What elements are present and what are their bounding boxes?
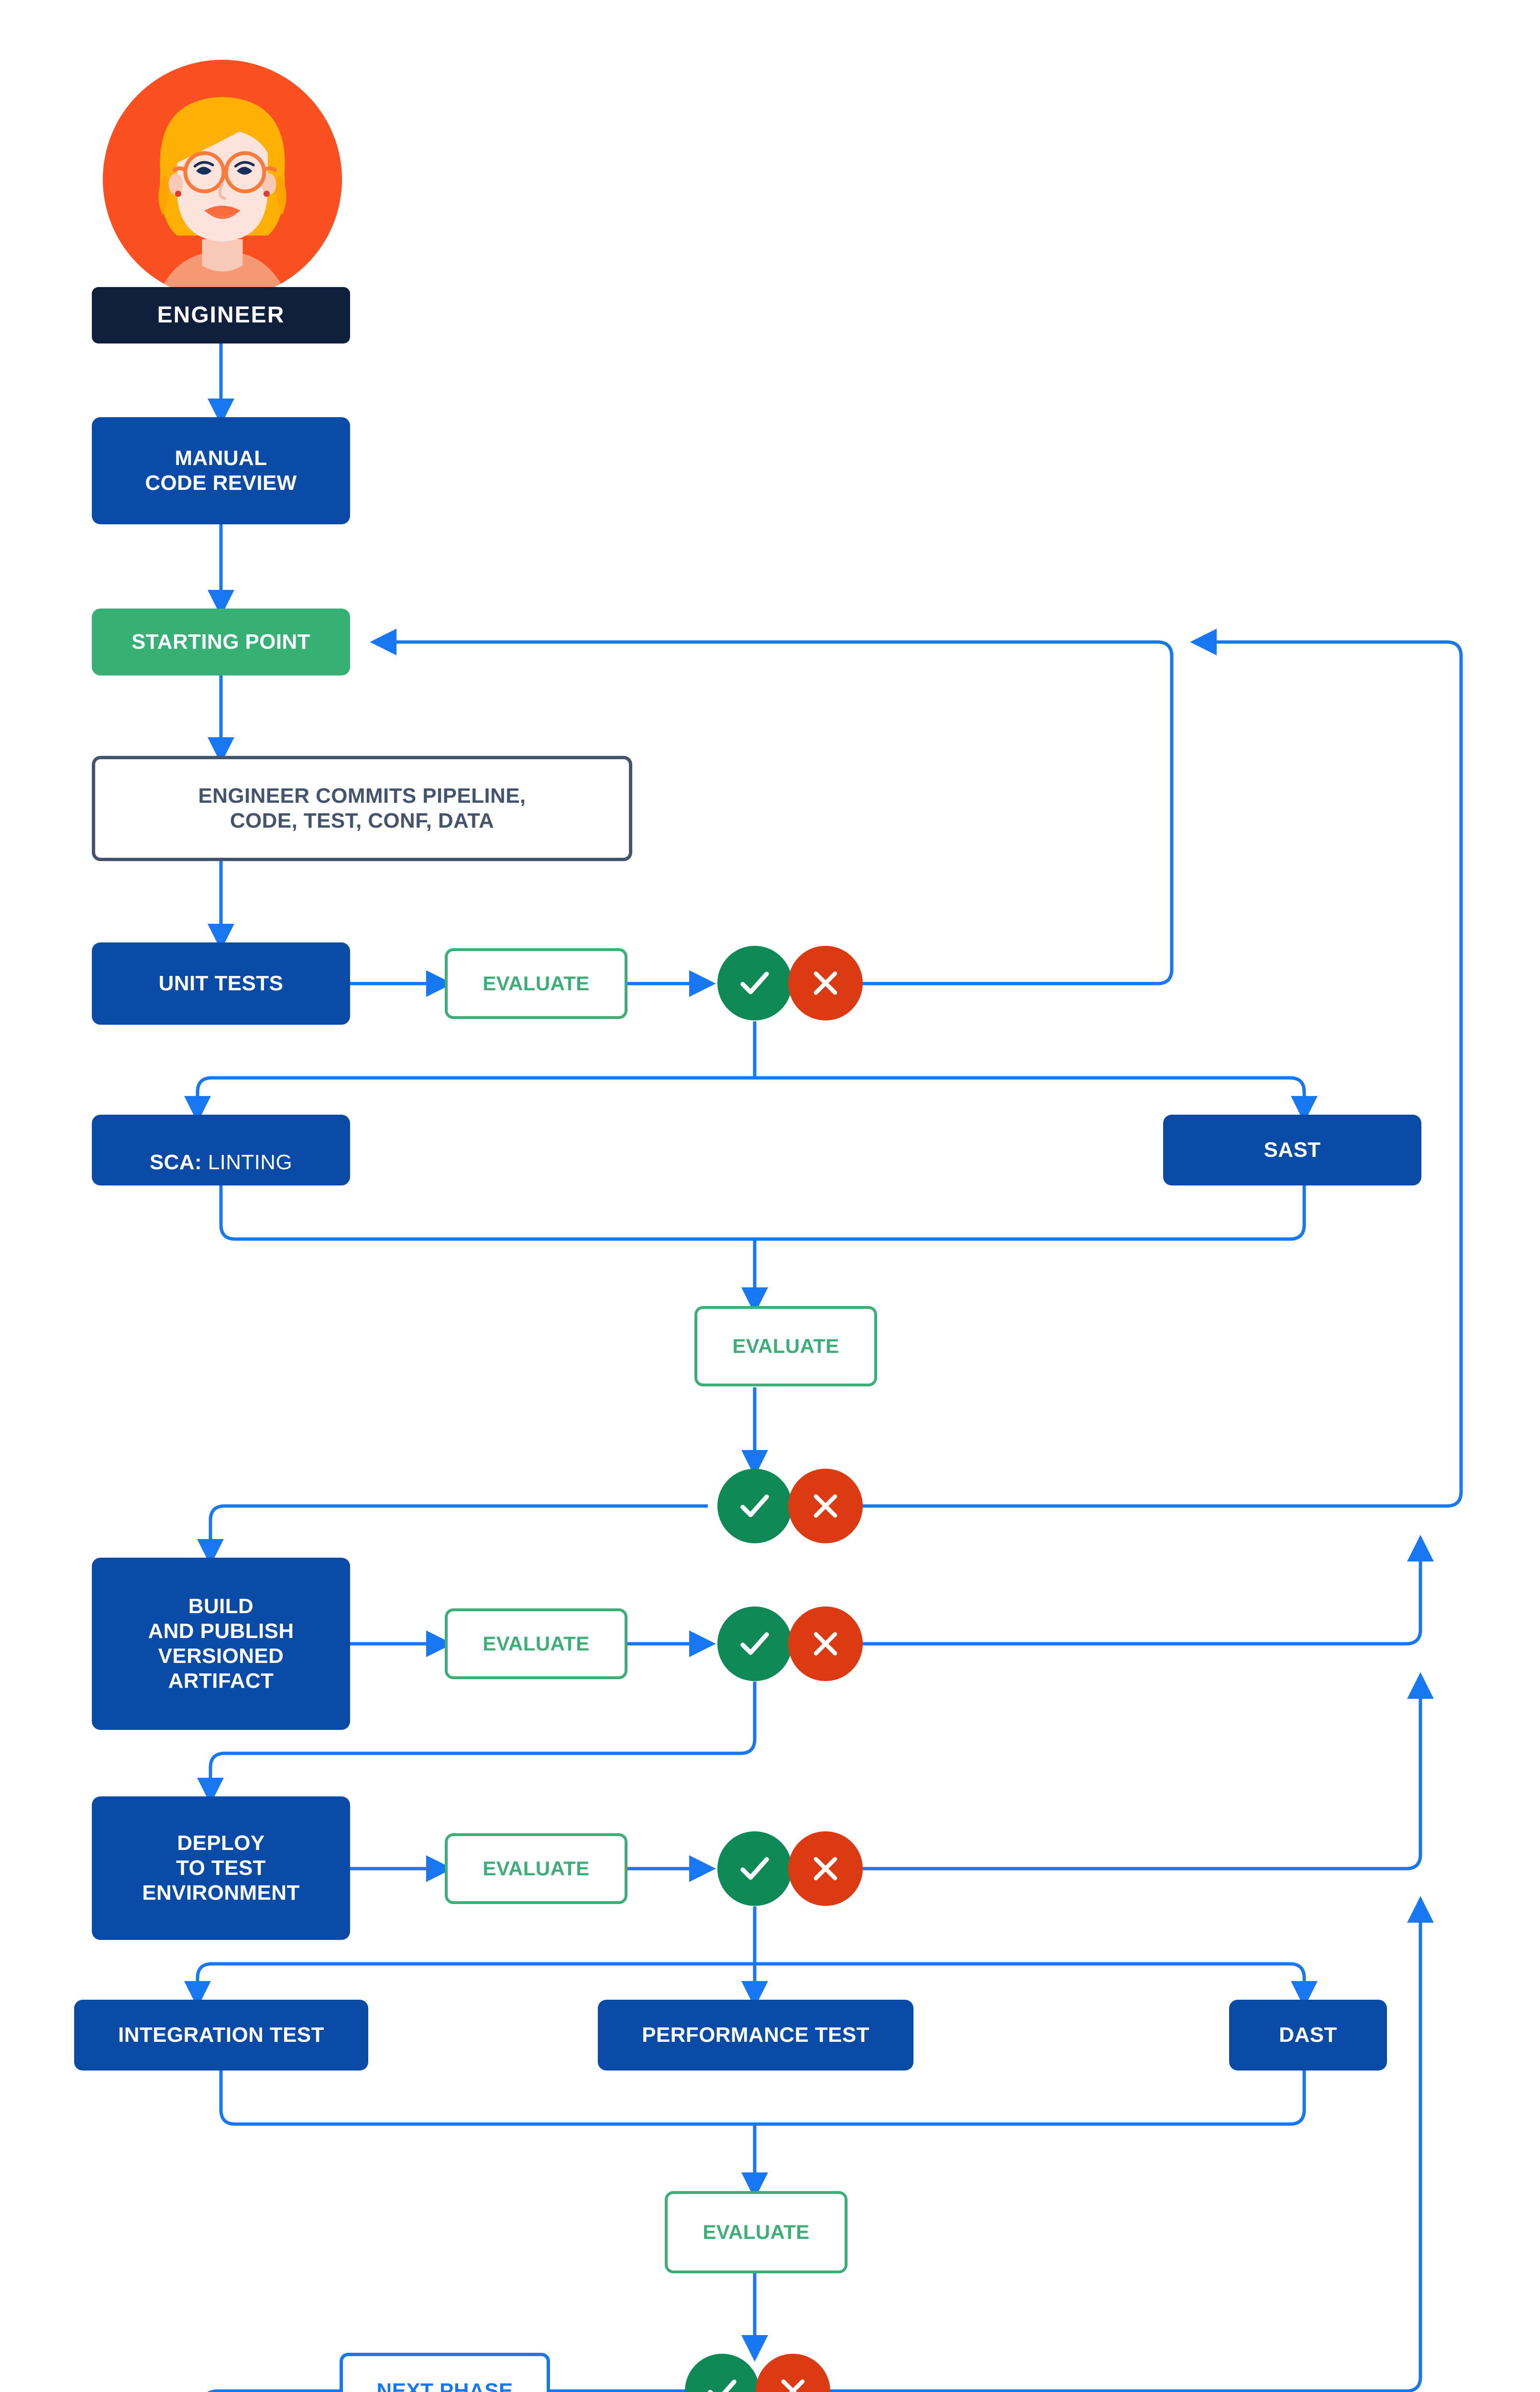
gate-evaluate-build-label: EVALUATE bbox=[483, 1632, 590, 1655]
gate-evaluate-dynamic-tests[interactable]: EVALUATE bbox=[665, 2191, 847, 2273]
node-build-publish-artifact-label: BUILD AND PUBLISH VERSIONED ARTIFACT bbox=[148, 1595, 294, 1693]
gate-pass-build[interactable] bbox=[717, 1606, 792, 1681]
gate-evaluate-dynamic-tests-label: EVALUATE bbox=[703, 2221, 810, 2244]
node-starting-point[interactable]: STARTING POINT bbox=[92, 609, 350, 676]
node-performance-test-label: PERFORMANCE TEST bbox=[642, 2023, 869, 2047]
node-unit-tests-label: UNIT TESTS bbox=[158, 972, 284, 996]
gate-evaluate-deploy-label: EVALUATE bbox=[483, 1857, 590, 1880]
role-badge-engineer: ENGINEER bbox=[92, 287, 350, 343]
x-circle-icon bbox=[814, 1632, 837, 1656]
gate-fail-deploy[interactable] bbox=[788, 1831, 863, 1906]
x-circle-icon bbox=[814, 971, 837, 995]
x-circle-icon bbox=[814, 1857, 837, 1881]
check-circle-icon bbox=[740, 1632, 769, 1655]
node-dast-label: DAST bbox=[1279, 2023, 1337, 2047]
node-manual-code-review[interactable]: MANUAL CODE REVIEW bbox=[92, 417, 350, 524]
node-sast[interactable]: SAST bbox=[1163, 1115, 1421, 1185]
node-build-publish-artifact[interactable]: BUILD AND PUBLISH VERSIONED ARTIFACT bbox=[92, 1558, 350, 1730]
check-circle-icon bbox=[740, 971, 769, 995]
gate-evaluate-unit-tests[interactable]: EVALUATE bbox=[445, 948, 627, 1019]
node-deploy-to-test-env[interactable]: DEPLOY TO TEST ENVIRONMENT bbox=[92, 1796, 350, 1940]
check-circle-icon bbox=[740, 1494, 769, 1517]
check-circle-icon bbox=[708, 2379, 737, 2392]
node-starting-point-label: STARTING POINT bbox=[132, 630, 310, 654]
node-integration-test-label: INTEGRATION TEST bbox=[118, 2023, 324, 2047]
gate-pass-deploy[interactable] bbox=[717, 1831, 792, 1906]
node-performance-test[interactable]: PERFORMANCE TEST bbox=[598, 2000, 913, 2071]
gate-pass-dynamic-tests[interactable] bbox=[685, 2354, 759, 2392]
node-sca-linting-suffix: LINTING bbox=[202, 1151, 293, 1174]
role-badge-label: ENGINEER bbox=[157, 302, 285, 328]
x-circle-icon bbox=[781, 2379, 805, 2392]
node-sca-linting[interactable]: SCA: LINTING bbox=[92, 1115, 350, 1185]
node-engineer-commits-label: ENGINEER COMMITS PIPELINE, CODE, TEST, C… bbox=[198, 784, 526, 832]
gate-evaluate-deploy[interactable]: EVALUATE bbox=[445, 1833, 627, 1904]
x-circle-icon bbox=[814, 1494, 837, 1518]
gate-pass-static-analysis[interactable] bbox=[717, 1469, 792, 1543]
gate-fail-unit-tests[interactable] bbox=[788, 946, 863, 1020]
node-unit-tests[interactable]: UNIT TESTS bbox=[92, 942, 350, 1025]
engineer-avatar-icon bbox=[103, 60, 342, 299]
node-sca-linting-prefix: SCA: bbox=[149, 1151, 202, 1174]
node-engineer-commits[interactable]: ENGINEER COMMITS PIPELINE, CODE, TEST, C… bbox=[92, 756, 632, 861]
gate-evaluate-build[interactable]: EVALUATE bbox=[445, 1608, 627, 1679]
gate-fail-build[interactable] bbox=[788, 1606, 863, 1681]
node-dast[interactable]: DAST bbox=[1229, 2000, 1387, 2071]
gate-pass-unit-tests[interactable] bbox=[717, 946, 792, 1020]
gate-evaluate-static-analysis[interactable]: EVALUATE bbox=[694, 1306, 877, 1386]
node-deploy-to-test-env-label: DEPLOY TO TEST ENVIRONMENT bbox=[142, 1831, 300, 1905]
node-next-phase-label: NEXT PHASE bbox=[376, 2379, 513, 2392]
node-integration-test[interactable]: INTEGRATION TEST bbox=[74, 2000, 368, 2071]
check-circle-icon bbox=[740, 1857, 769, 1880]
node-sast-label: SAST bbox=[1264, 1138, 1321, 1162]
node-next-phase[interactable]: NEXT PHASE bbox=[340, 2353, 550, 2392]
avatar bbox=[103, 60, 342, 299]
gate-evaluate-unit-tests-label: EVALUATE bbox=[483, 972, 590, 995]
gate-fail-static-analysis[interactable] bbox=[788, 1469, 863, 1543]
gate-fail-dynamic-tests[interactable] bbox=[756, 2354, 830, 2392]
node-manual-code-review-label: MANUAL CODE REVIEW bbox=[145, 446, 297, 495]
gate-evaluate-static-analysis-label: EVALUATE bbox=[732, 1335, 839, 1358]
